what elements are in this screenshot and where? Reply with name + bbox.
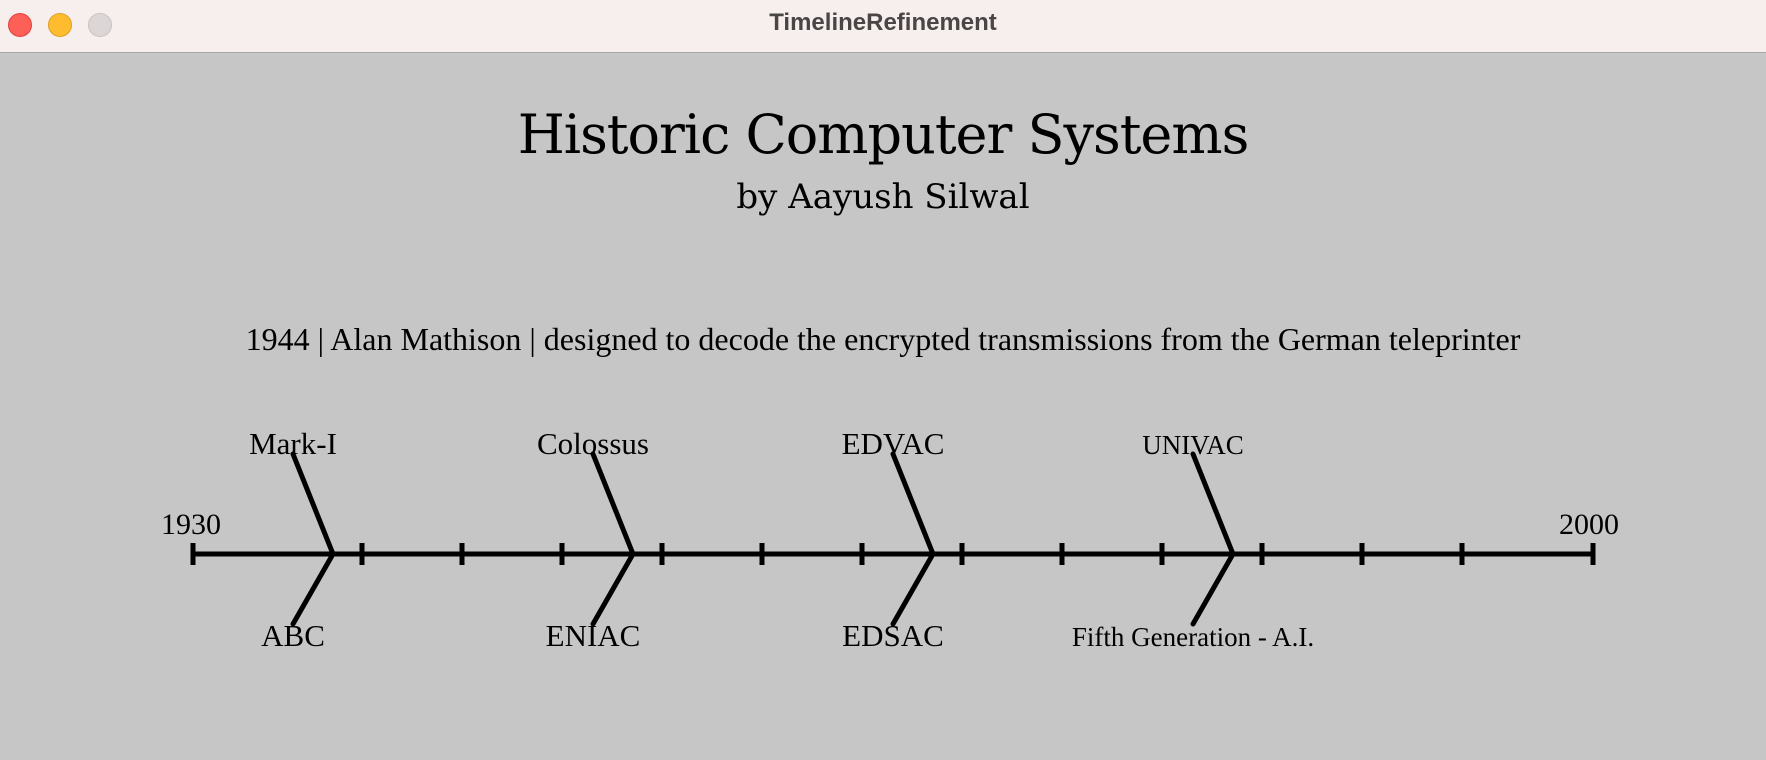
event-label[interactable]: UNIVAC: [1142, 430, 1244, 460]
event-label[interactable]: EDVAC: [842, 426, 945, 461]
event-branch-line: [1190, 551, 1236, 627]
event-branch-line: [1190, 451, 1236, 557]
event-info-text: 1944 | Alan Mathison | designed to decod…: [245, 321, 1521, 357]
timeline-branches: [290, 451, 1236, 627]
event-branch-line: [590, 551, 636, 627]
event-label[interactable]: ENIAC: [546, 618, 641, 653]
page-title: Historic Computer Systems: [517, 103, 1250, 166]
timeline-start-label: 1930: [161, 508, 221, 541]
page-subtitle: by Aayush Silwal: [736, 177, 1030, 217]
event-label[interactable]: EDSAC: [842, 618, 944, 653]
timeline-ticks: [190, 543, 1596, 565]
title-bar: TimelineRefinement: [0, 0, 1766, 53]
zoom-window-button[interactable]: [88, 13, 112, 37]
event-label[interactable]: Colossus: [537, 426, 649, 461]
event-branch-line: [290, 451, 336, 557]
event-branch-line: [290, 551, 336, 627]
event-label[interactable]: Mark-I: [249, 426, 337, 461]
timeline-canvas: Historic Computer Systems by Aayush Silw…: [0, 53, 1766, 760]
minimize-window-button[interactable]: [48, 13, 72, 37]
event-label[interactable]: Fifth Generation - A.I.: [1072, 622, 1314, 652]
event-branch-line: [890, 451, 936, 557]
event-label[interactable]: ABC: [261, 618, 325, 653]
close-window-button[interactable]: [8, 13, 32, 37]
event-branch-line: [890, 551, 936, 627]
timeline-end-label: 2000: [1559, 508, 1619, 541]
window-title: TimelineRefinement: [769, 9, 997, 36]
event-branch-line: [590, 451, 636, 557]
